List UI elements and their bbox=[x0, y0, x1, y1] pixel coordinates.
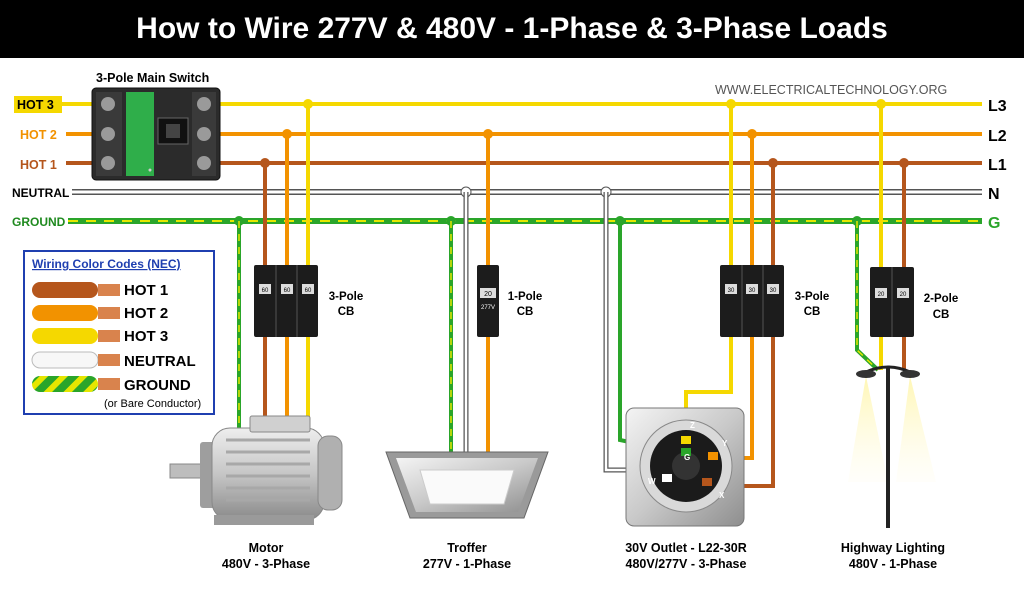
legend-item-ground: GROUND (or Bare Conductor) bbox=[32, 376, 201, 410]
breaker-outlet-rating-1: 30 bbox=[728, 288, 735, 294]
wiring-color-legend: Wiring Color Codes (NEC) HOT 1 HOT 2 HOT… bbox=[23, 250, 215, 415]
bus-l2-left-label: HOT 2 bbox=[20, 128, 57, 142]
outlet-terminal-x: X bbox=[719, 491, 725, 500]
load-troffer-spec: 277V - 1-Phase bbox=[423, 557, 511, 571]
outlet-terminal-g: G bbox=[684, 453, 690, 462]
load-lighting-spec: 480V - 1-Phase bbox=[849, 557, 937, 571]
bus-l1: HOT 1 L1 bbox=[20, 157, 1007, 174]
bus-ground-left-label: GROUND bbox=[12, 215, 66, 229]
load-lighting-name: Highway Lighting bbox=[841, 541, 945, 555]
motor-branch: 60 60 60 3-Pole CB bbox=[169, 99, 364, 525]
svg-text:●: ● bbox=[148, 167, 152, 174]
breaker-motor-rating-2: 60 bbox=[284, 288, 291, 294]
bus-l1-right-label: L1 bbox=[988, 157, 1007, 174]
bus-ground-right-label: G bbox=[988, 215, 1000, 232]
legend-label-hot3: HOT 3 bbox=[124, 328, 168, 345]
bus-l1-left-label: HOT 1 bbox=[20, 158, 57, 172]
breaker-2pole-lighting: 20 20 bbox=[870, 267, 914, 337]
main-switch: ● bbox=[91, 87, 221, 181]
legend-item-hot3: HOT 3 bbox=[32, 328, 168, 345]
motor bbox=[169, 415, 343, 525]
breaker-3pole-outlet: 30 30 30 bbox=[720, 265, 784, 337]
breaker-lighting-rating-2: 20 bbox=[900, 292, 907, 298]
breaker-outlet-label-2: CB bbox=[804, 306, 821, 318]
legend-item-hot2: HOT 2 bbox=[32, 305, 168, 322]
outlet-terminal-y: Y bbox=[722, 439, 728, 448]
legend-label-neutral: NEUTRAL bbox=[124, 353, 196, 370]
bus-l3: HOT 3 L3 bbox=[14, 96, 1007, 115]
legend-label-hot2: HOT 2 bbox=[124, 305, 168, 322]
title-bar bbox=[0, 0, 1024, 58]
main-switch-label: 3-Pole Main Switch bbox=[96, 71, 209, 85]
breaker-troffer-voltage: 277V bbox=[481, 305, 495, 311]
breaker-lighting-label-1: 2-Pole bbox=[924, 293, 959, 305]
breaker-3pole-motor: 60 60 60 bbox=[254, 265, 318, 337]
load-motor-spec: 480V - 3-Phase bbox=[222, 557, 310, 571]
legend-label-ground: GROUND bbox=[124, 377, 191, 394]
legend-title: Wiring Color Codes (NEC) bbox=[32, 257, 181, 271]
outlet-terminal-w: W bbox=[648, 477, 656, 486]
lighting-branch: 20 20 2-Pole CB bbox=[848, 99, 958, 528]
bus-l3-right-label: L3 bbox=[988, 98, 1007, 115]
outlet-branch: 30 30 30 3-Pole CB bbox=[600, 99, 830, 527]
breaker-motor-label-2: CB bbox=[338, 306, 355, 318]
outlet-terminal-z: Z bbox=[690, 421, 695, 430]
bus-neutral: NEUTRAL N bbox=[12, 186, 1000, 203]
bus-neutral-left-label: NEUTRAL bbox=[12, 186, 69, 200]
breaker-motor-label-1: 3-Pole bbox=[329, 291, 364, 303]
bus-ground: GROUND G bbox=[12, 215, 1000, 232]
highway-light bbox=[848, 365, 936, 528]
load-troffer-name: Troffer bbox=[447, 541, 487, 555]
breaker-troffer-label-2: CB bbox=[517, 306, 534, 318]
breaker-motor-rating-1: 60 bbox=[262, 288, 269, 294]
breaker-lighting-rating-1: 20 bbox=[878, 292, 885, 298]
load-outlet-spec: 480V/277V - 3-Phase bbox=[626, 557, 747, 571]
troffer-branch: 20 277V 1-Pole CB bbox=[385, 129, 549, 519]
legend-note-ground: (or Bare Conductor) bbox=[104, 398, 201, 410]
bus-l2: HOT 2 L2 bbox=[20, 128, 1007, 145]
breaker-outlet-label-1: 3-Pole bbox=[795, 291, 830, 303]
breaker-outlet-rating-3: 30 bbox=[770, 288, 777, 294]
load-motor-name: Motor bbox=[249, 541, 284, 555]
troffer-fixture bbox=[385, 451, 549, 519]
legend-label-hot1: HOT 1 bbox=[124, 282, 168, 299]
bus-l2-right-label: L2 bbox=[988, 128, 1007, 145]
legend-item-neutral: NEUTRAL bbox=[31, 351, 196, 370]
breaker-lighting-label-2: CB bbox=[933, 309, 950, 321]
outlet-receptacle: Z G Y X W bbox=[625, 407, 745, 527]
bus-l3-left-label: HOT 3 bbox=[17, 98, 54, 112]
load-outlet-name: 30V Outlet - L22-30R bbox=[625, 541, 747, 555]
website-url: WWW.ELECTRICALTECHNOLOGY.ORG bbox=[715, 83, 947, 97]
page-title: How to Wire 277V & 480V - 1-Phase & 3-Ph… bbox=[136, 12, 888, 45]
breaker-troffer-rating: 20 bbox=[484, 291, 492, 298]
bus-neutral-right-label: N bbox=[988, 186, 1000, 203]
breaker-motor-rating-3: 60 bbox=[305, 288, 312, 294]
legend-item-hot1: HOT 1 bbox=[32, 282, 168, 299]
breaker-1pole-troffer: 20 277V bbox=[477, 265, 499, 337]
breaker-troffer-label-1: 1-Pole bbox=[508, 291, 543, 303]
breaker-outlet-rating-2: 30 bbox=[749, 288, 756, 294]
